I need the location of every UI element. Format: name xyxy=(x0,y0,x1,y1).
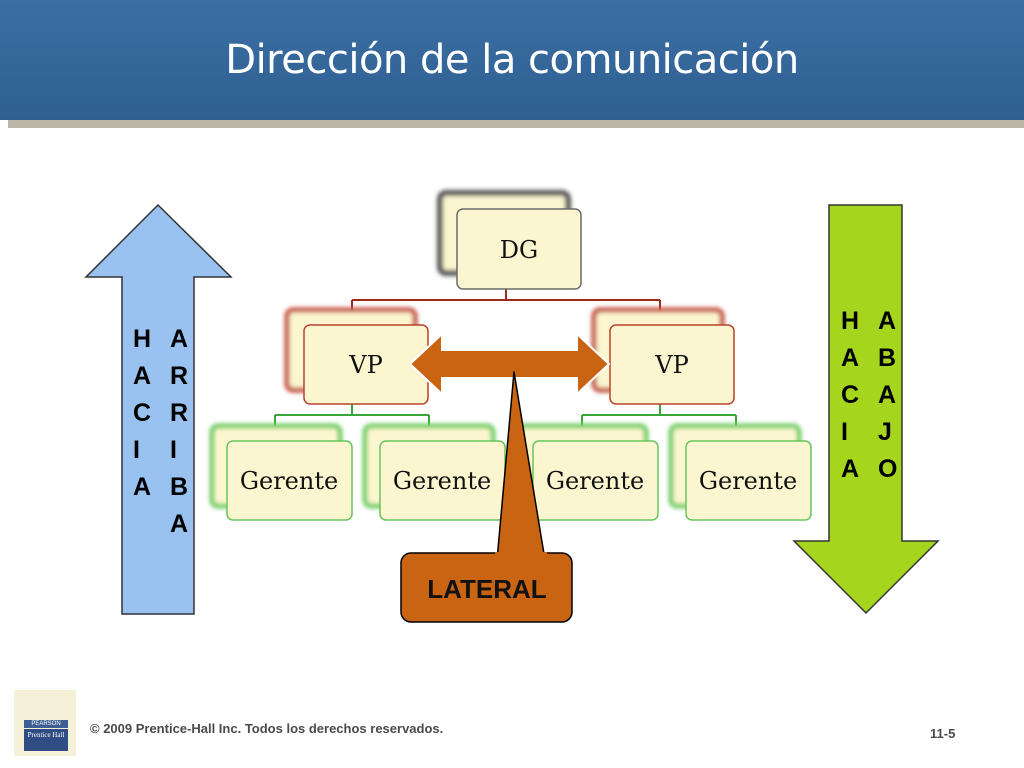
label-vp-right: VP xyxy=(654,351,688,379)
box-vp-right xyxy=(609,324,735,405)
up-arrow-text-col1: H A C I A xyxy=(133,325,152,501)
label-manager-1: Gerente xyxy=(240,467,338,495)
logo-prentice-hall-text: Prentice Hall xyxy=(24,729,68,751)
page-number: 11-5 xyxy=(930,726,956,741)
up-arrow-shape xyxy=(84,203,233,615)
label-manager-4: Gerente xyxy=(699,467,797,495)
label-vp-left: VP xyxy=(348,351,382,379)
title-bar-shadow xyxy=(8,120,1024,128)
copyright-notice: © 2009 Prentice-Hall Inc. Todos los dere… xyxy=(90,721,444,736)
publisher-logo: PEARSON Prentice Hall xyxy=(14,690,76,756)
down-arrow-text-col1: H A C I A xyxy=(841,307,860,483)
box-dg xyxy=(456,208,582,290)
box-manager-3 xyxy=(532,440,659,521)
lateral-callout-box xyxy=(400,552,573,623)
lateral-double-arrow xyxy=(408,331,611,397)
lateral-callout-joint xyxy=(495,552,547,556)
box-manager-1 xyxy=(226,440,353,521)
down-arrow-text-col2: A B A J O xyxy=(878,307,898,483)
label-manager-2: Gerente xyxy=(393,467,491,495)
slide-title: Dirección de la comunicación xyxy=(225,37,799,83)
lateral-label: LATERAL xyxy=(427,574,547,604)
label-dg: DG xyxy=(500,236,538,264)
connector-vp-managers xyxy=(274,403,737,426)
up-arrow-text-col2: A R R I B A xyxy=(170,325,189,538)
down-arrow-shape xyxy=(792,204,940,615)
box-manager-4 xyxy=(685,440,812,521)
title-bar xyxy=(0,0,1024,120)
logo-pearson-text: PEARSON xyxy=(24,720,68,728)
label-manager-3: Gerente xyxy=(546,467,644,495)
